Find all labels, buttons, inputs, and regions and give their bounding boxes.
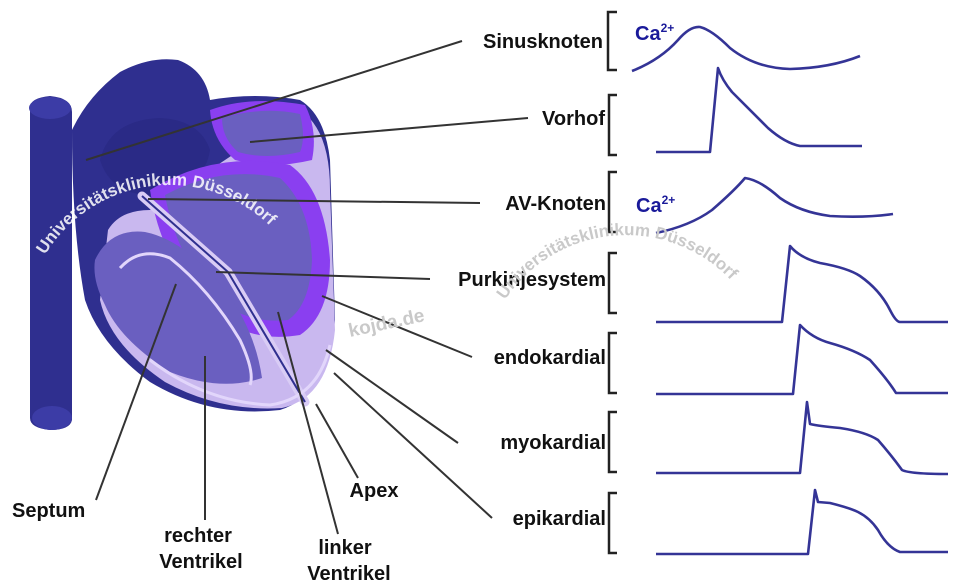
- trace-brackets: [608, 12, 617, 553]
- bracket-purkinjesystem: [609, 253, 617, 313]
- label-rechter-ventrikel-line1: rechter: [164, 525, 232, 547]
- label-epikardial: epikardial: [513, 508, 606, 530]
- label-vorhof: Vorhof: [542, 108, 605, 130]
- label-myokardial: myokardial: [500, 432, 606, 454]
- trace-av-knoten: [656, 178, 893, 233]
- bracket-endokardial: [609, 333, 617, 393]
- ca-label-sinusknoten: Ca2+: [635, 21, 674, 45]
- label-linker-ventrikel-line1: linker: [318, 537, 372, 559]
- bracket-vorhof: [609, 95, 617, 155]
- label-apex: Apex: [350, 480, 399, 502]
- trace-myokardial: [656, 402, 948, 474]
- bracket-sinusknoten: [608, 12, 617, 70]
- ca-label-av-knoten: Ca2+: [636, 193, 675, 217]
- trace-endokardial: [656, 325, 948, 394]
- action-potential-traces: [632, 27, 948, 554]
- trace-epikardial: [656, 490, 948, 554]
- heart-illustration: Universitätsklinikum Düsseldorf: [29, 59, 335, 430]
- trace-vorhof: [656, 68, 862, 152]
- vena-cava: [29, 96, 72, 430]
- label-linker-ventrikel-line2: Ventrikel: [307, 563, 390, 585]
- label-septum: Septum: [12, 500, 85, 522]
- label-endokardial: endokardial: [494, 347, 606, 369]
- leader-myokardial: [326, 350, 458, 443]
- bracket-epikardial: [609, 493, 617, 553]
- label-rechter-ventrikel-line2: Ventrikel: [159, 551, 242, 573]
- label-sinusknoten: Sinusknoten: [483, 31, 603, 53]
- bracket-myokardial: [609, 412, 617, 472]
- leader-apex: [316, 404, 358, 478]
- label-av-knoten: AV-Knoten: [505, 193, 606, 215]
